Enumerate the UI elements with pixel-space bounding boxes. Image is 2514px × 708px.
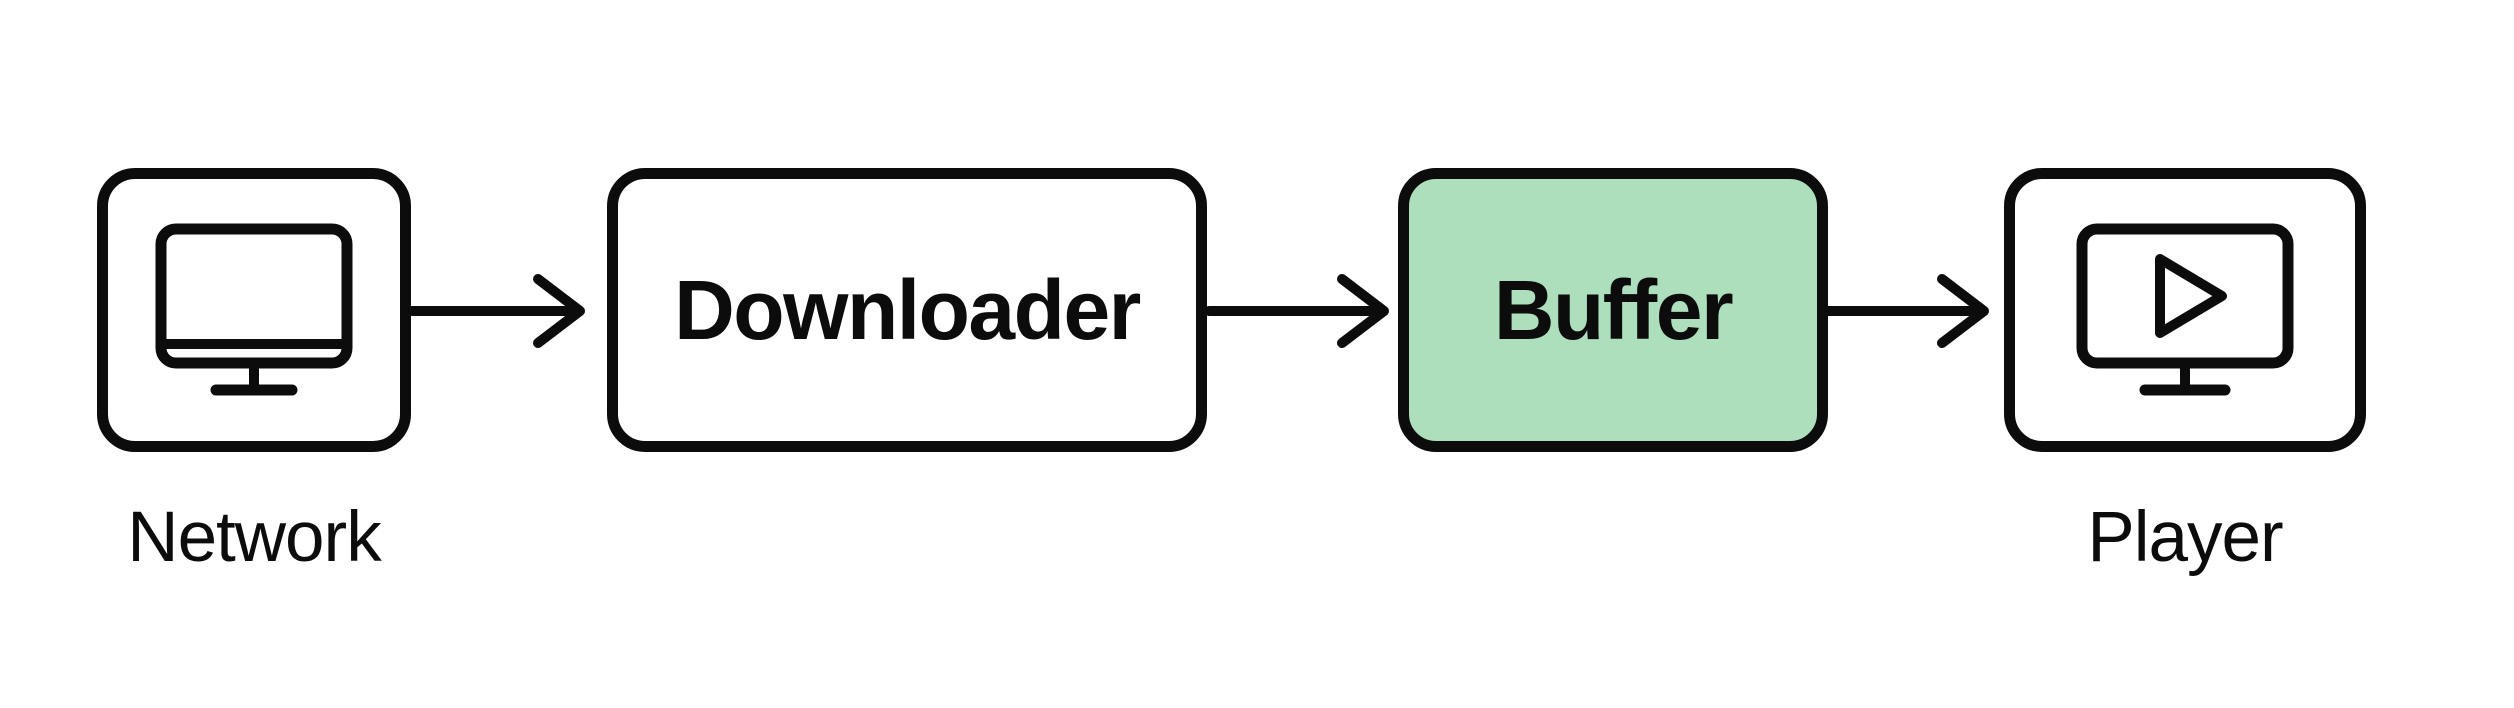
node-downloader-label: Downloader [674,263,1141,357]
monitor-icon [155,223,353,396]
monitor-play-icon [2076,223,2294,396]
arrow-buffer-to-player [1819,274,1989,348]
arrow-network-to-downloader [407,274,585,348]
arrow-downloader-to-buffer [1204,274,1389,348]
play-triangle [2155,254,2227,338]
node-player-label: Player [2087,498,2283,577]
node-downloader: Downloader [607,168,1207,452]
node-buffer: Buffer [1398,168,1828,452]
node-network-label: Network [127,498,381,577]
node-player [2004,168,2366,452]
node-network [97,168,411,452]
node-buffer-label: Buffer [1493,263,1734,357]
